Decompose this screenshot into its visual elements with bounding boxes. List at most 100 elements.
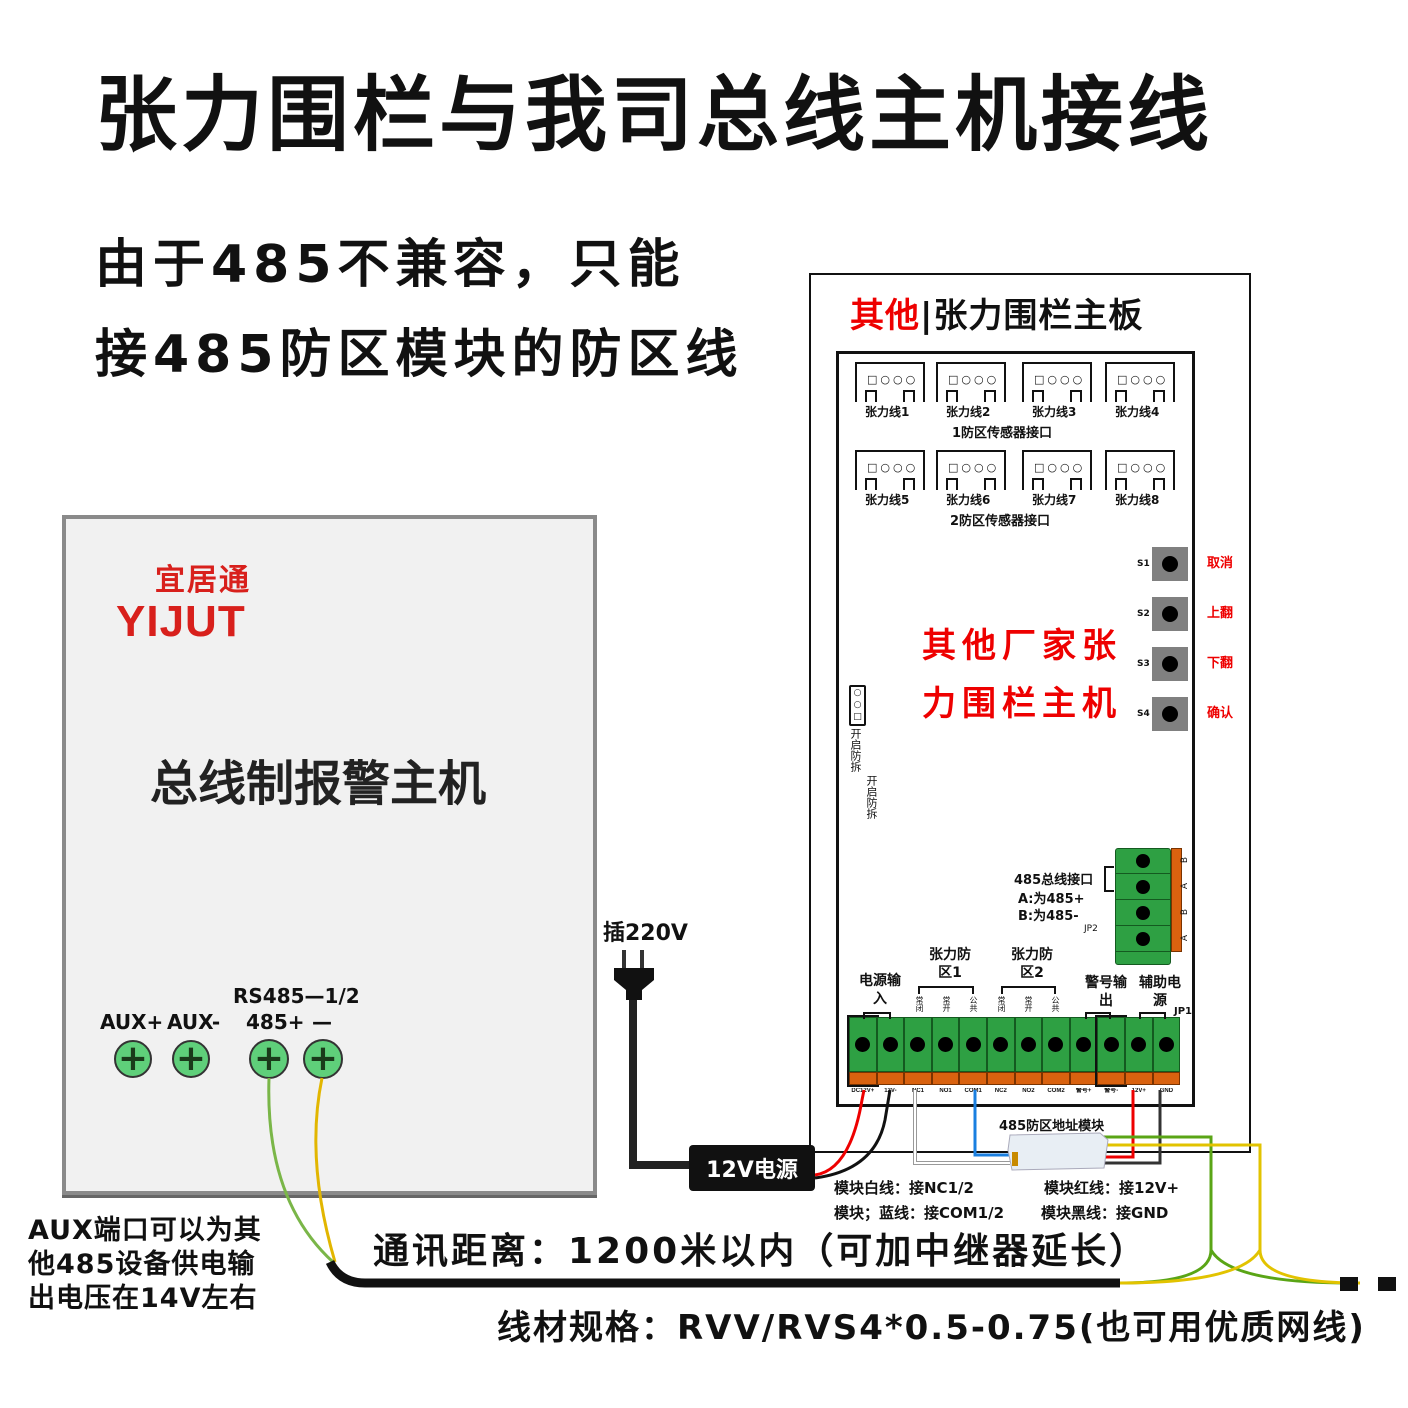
bus-cable — [325, 1259, 1120, 1288]
terminal-base — [931, 1072, 960, 1085]
group-bracket — [1139, 1012, 1166, 1019]
aux-note-line: AUX端口可以为其 — [28, 1215, 262, 1246]
terminal-label: NO1 — [939, 1088, 952, 1094]
jp2-label: JP2 — [1084, 924, 1098, 934]
jp1-terminal[interactable] — [1069, 1017, 1098, 1085]
jp1-terminal[interactable] — [1042, 1017, 1070, 1085]
terminal-base — [959, 1072, 987, 1085]
terminal-group-label: 电源输入 — [859, 973, 901, 1007]
group-bracket — [1001, 986, 1056, 994]
jp1-terminal[interactable] — [847, 1015, 879, 1087]
screw-terminal-aux-plus[interactable]: + — [114, 1040, 152, 1078]
jp1-terminal[interactable] — [876, 1017, 905, 1085]
white-wire — [913, 1090, 1010, 1165]
contact-type-label: 常闭 — [915, 996, 924, 1012]
tension-connector[interactable]: □○○○ — [1105, 362, 1175, 402]
screw-terminal-485-plus[interactable]: + — [249, 1039, 289, 1079]
zone2-sensor-label: 2防区传感器接口 — [950, 514, 1051, 529]
terminal-body — [1125, 1017, 1153, 1072]
button-label: 下翻 — [1207, 656, 1234, 671]
tension-connector[interactable]: □○○○ — [1022, 450, 1092, 490]
connector-pins: □○○○ — [1034, 461, 1086, 474]
jp1-terminal[interactable] — [987, 1017, 1015, 1085]
terminal-body — [1152, 1017, 1181, 1072]
center-text-2: 力围栏主机 — [922, 684, 1122, 724]
alarm-host-name: 总线制报警主机 — [150, 756, 487, 812]
tension-connector[interactable]: □○○○ — [1105, 450, 1175, 490]
board-button-s2[interactable] — [1152, 597, 1188, 631]
jp1-terminal[interactable] — [1014, 1017, 1043, 1085]
tension-connector[interactable]: □○○○ — [855, 450, 925, 490]
tension-connector[interactable]: □○○○ — [936, 450, 1006, 490]
bus-a-note: A:为485+ — [1018, 892, 1085, 907]
screw-hole — [1020, 1037, 1036, 1052]
jp1-terminal[interactable] — [1125, 1017, 1153, 1085]
button-id: S4 — [1137, 709, 1150, 719]
screw-terminal-485-minus[interactable]: + — [303, 1039, 343, 1079]
jp1-terminal[interactable] — [1095, 1015, 1127, 1087]
terminal-label: 警号+ — [1075, 1088, 1092, 1094]
center-text-1: 其他厂家张 — [922, 626, 1122, 666]
screw-hole — [1136, 931, 1150, 946]
tamper-jumper[interactable]: ○○□ — [849, 685, 866, 726]
power-cable — [629, 1000, 690, 1169]
screw-hole — [910, 1037, 926, 1052]
connector-foot — [1032, 390, 1044, 402]
board-title-text: 张力围栏主板 — [933, 296, 1144, 336]
terminal-label: 警号- — [1104, 1088, 1119, 1094]
screw-hole — [1131, 1037, 1147, 1052]
alarm-host-panel — [62, 515, 597, 1195]
logo-en: YIJUT — [116, 597, 246, 646]
terminal-base — [876, 1072, 905, 1085]
connector-foot — [984, 478, 996, 490]
wire-end-1 — [1340, 1277, 1358, 1291]
green-wire-branch — [1209, 1249, 1351, 1285]
bus-terminal[interactable] — [1115, 900, 1171, 926]
bus-terminal[interactable] — [1115, 926, 1171, 952]
jp1-terminal[interactable] — [931, 1017, 960, 1085]
button-id: S2 — [1137, 609, 1150, 619]
address-module — [1007, 1132, 1109, 1171]
module-note-black: 模块黑线：接GND — [1041, 1204, 1169, 1222]
terminal-group-label: 张力防区1 — [929, 947, 971, 981]
bus-terminal[interactable] — [1115, 848, 1171, 874]
board-title-red: 其他 — [850, 296, 920, 336]
terminal-body — [987, 1017, 1015, 1072]
white-wire-core — [914, 1090, 1010, 1164]
dc12v-minus-wire — [814, 1089, 892, 1180]
jp1-terminal[interactable] — [904, 1017, 932, 1085]
terminal-body — [849, 1017, 877, 1072]
terminal-base — [1042, 1072, 1070, 1085]
tension-connector[interactable]: □○○○ — [936, 362, 1006, 402]
blue-wire — [973, 1090, 1012, 1157]
connector-pins: □○○○ — [948, 373, 1000, 386]
contact-type-label: 公共 — [1051, 996, 1060, 1012]
terminal-group-label: 张力防区2 — [1011, 947, 1053, 981]
board-button-s4[interactable] — [1152, 697, 1188, 731]
board-inner-frame — [836, 351, 1195, 1107]
screw-hole — [1048, 1037, 1064, 1052]
screw-hole — [1076, 1037, 1092, 1052]
contact-type-label: 常开 — [942, 996, 951, 1012]
terminal-label: NC2 — [994, 1088, 1007, 1094]
contact-type-label: 常开 — [1024, 996, 1033, 1012]
board-button-s1[interactable] — [1152, 547, 1188, 581]
bus-terminal[interactable] — [1115, 874, 1171, 900]
terminal-body — [959, 1017, 987, 1072]
tension-connector[interactable]: □○○○ — [1022, 362, 1092, 402]
tension-connector[interactable]: □○○○ — [855, 362, 925, 402]
terminal-base — [849, 1072, 877, 1085]
yellow-wire-branch — [1119, 1249, 1262, 1285]
tamper-label-2: 开启防拆 — [865, 775, 878, 819]
button-label: 上翻 — [1207, 606, 1234, 621]
screw-hole — [1136, 879, 1150, 894]
jp1-terminal[interactable] — [959, 1017, 987, 1085]
board-button-s3[interactable] — [1152, 647, 1188, 681]
connector-foot — [1070, 390, 1082, 402]
jp1-terminal[interactable] — [1152, 1017, 1181, 1085]
contact-type-label: 常闭 — [997, 996, 1006, 1012]
terminal-label-485-minus: — — [312, 1010, 332, 1034]
terminal-body — [931, 1017, 960, 1072]
terminal-label: NO2 — [1022, 1088, 1035, 1094]
screw-terminal-aux-minus[interactable]: + — [172, 1040, 210, 1078]
